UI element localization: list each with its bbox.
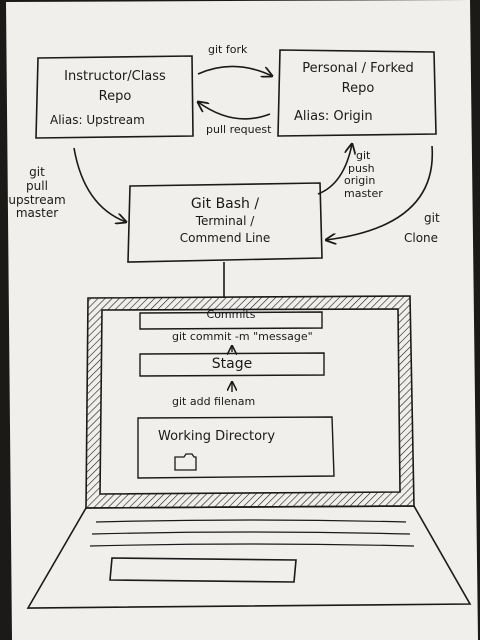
personal-repo-title-line2: Repo — [341, 80, 375, 96]
pull-upstream-arrow — [73, 147, 126, 222]
keyboard-lines — [89, 519, 415, 547]
pull-upstream-label: git pull upstream master — [2, 165, 72, 221]
commits-label: Commits — [206, 308, 256, 321]
personal-repo-title: Personal / Forked Repo — [282, 61, 434, 97]
commit-command: git commit -m "message" — [172, 330, 313, 343]
pull-upstream-line3: upstream — [8, 192, 66, 207]
working-directory-box — [137, 416, 335, 479]
git-bash-line2: Terminal / — [195, 214, 255, 229]
personal-repo-title-line1: Personal / Forked — [302, 61, 414, 76]
working-directory-label: Working Directory — [158, 429, 276, 444]
git-bash-line3: Commend Line — [179, 230, 271, 245]
instructor-repo-box — [35, 55, 194, 139]
pull-upstream-line2: pull — [26, 178, 48, 193]
clone-line1: git — [424, 211, 440, 225]
instructor-repo-title-line1: Instructor/Class — [64, 69, 166, 84]
pull-upstream-line4: master — [15, 206, 59, 221]
push-origin-line2: push — [348, 161, 375, 175]
add-command: git add filenam — [172, 395, 256, 408]
stage-label: Stage — [211, 356, 253, 372]
instructor-repo-title-line2: Repo — [98, 88, 132, 104]
push-origin-arrow — [317, 144, 352, 195]
pull-request-arrow — [198, 102, 271, 120]
personal-repo-box — [277, 49, 437, 137]
paper-sheet — [6, 0, 478, 640]
folder-icon — [174, 453, 197, 471]
push-origin-line3: origin — [344, 174, 376, 188]
personal-repo-alias: Alias: Origin — [294, 109, 373, 124]
pull-upstream-line1: git — [29, 165, 45, 179]
push-origin-label: git push origin master — [344, 149, 383, 201]
laptop-base — [26, 505, 472, 609]
instructor-repo-title: Instructor/Class Repo — [40, 69, 190, 105]
clone-label: git Clone — [404, 211, 440, 246]
git-bash-box — [127, 182, 323, 263]
clone-arrow — [326, 145, 434, 240]
git-bash-line1: Git Bash / — [190, 196, 260, 212]
stage-bar — [139, 352, 325, 377]
instructor-repo-alias: Alias: Upstream — [50, 113, 145, 127]
trackpad — [109, 557, 297, 583]
pull-request-label: pull request — [206, 123, 272, 136]
push-origin-line1: git — [356, 149, 371, 162]
clone-line2: Clone — [404, 230, 439, 245]
git-fork-arrow — [197, 65, 272, 76]
git-fork-label: git fork — [208, 43, 248, 56]
commits-bar — [139, 311, 323, 330]
push-origin-line4: master — [344, 186, 383, 200]
git-bash-label: Git Bash / Terminal / Commend Line — [130, 196, 320, 246]
